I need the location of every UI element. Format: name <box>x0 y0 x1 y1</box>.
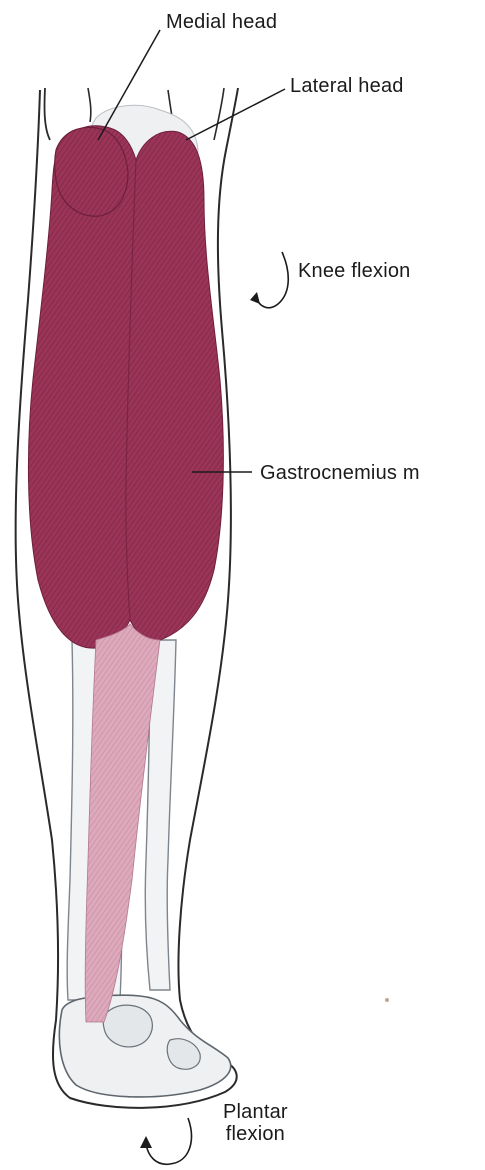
plantar-flexion-arrowhead <box>140 1136 152 1148</box>
gastrocnemius-muscle <box>28 126 223 648</box>
thigh-line-left <box>45 88 50 140</box>
ankle-bone-detail <box>103 1005 152 1047</box>
gastrocnemius-label: Gastrocnemius m <box>260 462 420 484</box>
plantar-flexion-arrow <box>146 1118 191 1164</box>
lateral-head-label: Lateral head <box>290 75 404 97</box>
medial-head-label: Medial head <box>166 11 277 33</box>
thigh-line-mid-left <box>88 88 91 122</box>
knee-flexion-arrowhead <box>250 292 260 304</box>
speck-dot <box>385 998 389 1002</box>
plantar-flexion-line-1: Plantar <box>223 1101 288 1123</box>
medial-head-lobe <box>55 127 128 216</box>
thigh-line-right <box>214 88 224 140</box>
knee-flexion-arrow <box>256 252 288 308</box>
plantar-flexion-label: Plantar flexion <box>223 1101 288 1145</box>
knee-flexion-label: Knee flexion <box>298 260 410 282</box>
plantar-flexion-line-2: flexion <box>223 1123 288 1145</box>
